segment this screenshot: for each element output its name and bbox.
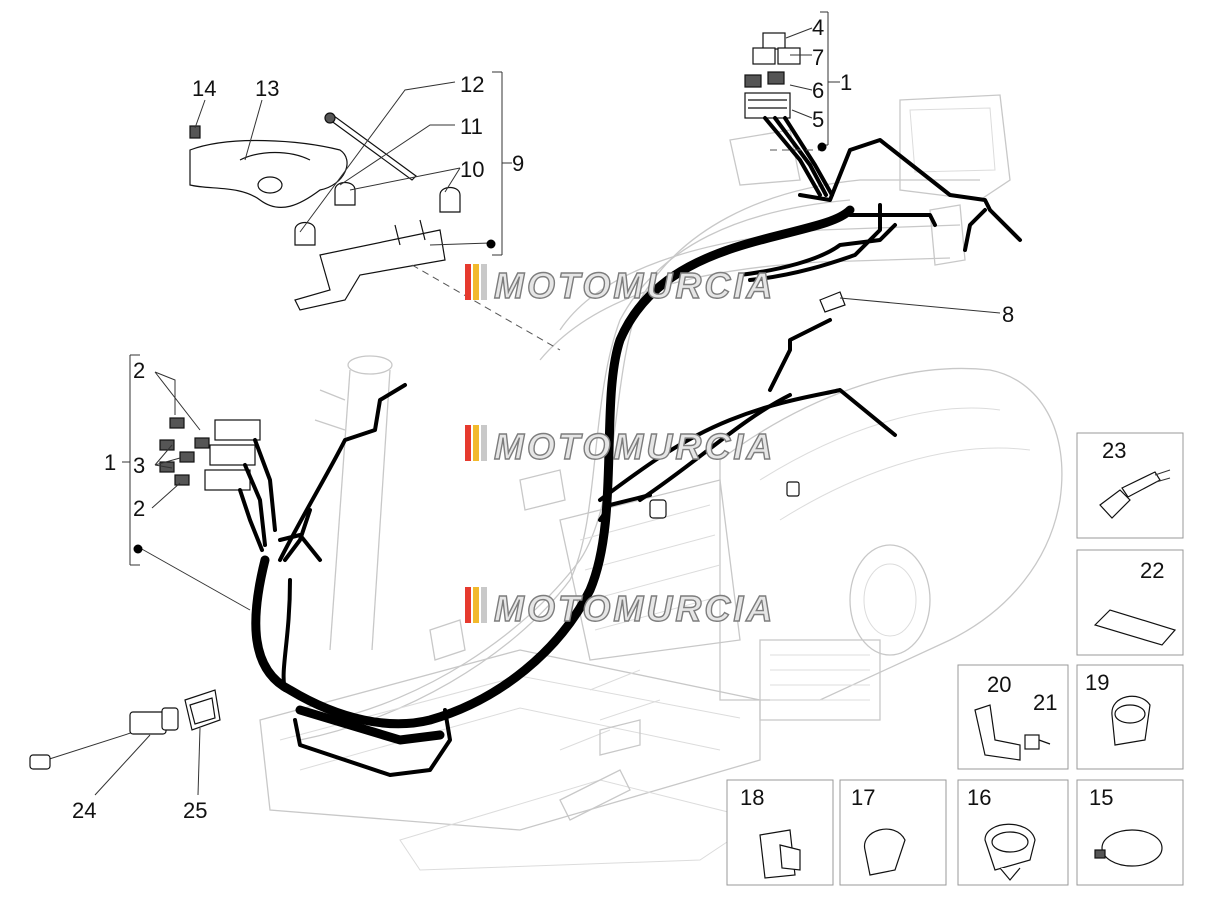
callout-12: 12 bbox=[460, 72, 484, 97]
callout-15: 15 bbox=[1089, 785, 1113, 810]
bracket-part-8 bbox=[819, 291, 846, 313]
callout-4: 4 bbox=[812, 15, 824, 40]
scooter-frame-outline bbox=[259, 94, 1063, 871]
callout-1-left: 1 bbox=[104, 450, 116, 475]
accessory-boxes bbox=[726, 432, 1184, 886]
svg-text:MOTOMURCIA: MOTOMURCIA bbox=[494, 588, 775, 629]
svg-text:MOTOMURCIA: MOTOMURCIA bbox=[494, 426, 775, 467]
callout-7: 7 bbox=[812, 45, 824, 70]
relay-fuse-block-left bbox=[159, 417, 261, 491]
callout-11: 11 bbox=[460, 114, 483, 139]
callout-23: 23 bbox=[1102, 438, 1126, 463]
svg-text:MOTOMURCIA: MOTOMURCIA bbox=[494, 588, 775, 629]
callout-6: 6 bbox=[812, 78, 824, 103]
callout-17: 17 bbox=[851, 785, 875, 810]
grommet-part-25 bbox=[184, 689, 221, 731]
callout-20: 20 bbox=[987, 672, 1011, 697]
watermark-1: MOTOMURCIA MOTOMURCIA bbox=[465, 264, 775, 307]
svg-text:MOTOMURCIA: MOTOMURCIA bbox=[494, 265, 775, 306]
main-wiring-harness bbox=[238, 116, 1022, 777]
callout-21: 21 bbox=[1033, 690, 1057, 715]
svg-text:MOTOMURCIA: MOTOMURCIA bbox=[494, 265, 775, 306]
callout-22: 22 bbox=[1140, 558, 1164, 583]
callout-24: 24 bbox=[72, 798, 96, 823]
sensor-part-24 bbox=[29, 707, 179, 770]
callout-1-top: 1 bbox=[840, 70, 852, 95]
callout-25: 25 bbox=[183, 798, 207, 823]
callout-5: 5 bbox=[812, 107, 824, 132]
callout-18: 18 bbox=[740, 785, 764, 810]
relay-fuse-block-top bbox=[744, 32, 801, 119]
callout-3: 3 bbox=[133, 453, 145, 478]
callout-2-top: 2 bbox=[133, 358, 145, 383]
svg-text:MOTOMURCIA: MOTOMURCIA bbox=[494, 426, 775, 467]
watermark-3: MOTOMURCIA MOTOMURCIA bbox=[465, 587, 775, 630]
callout-8: 8 bbox=[1002, 302, 1014, 327]
callout-14: 14 bbox=[192, 76, 216, 101]
callout-13: 13 bbox=[255, 76, 279, 101]
handlebar-cover-assembly bbox=[189, 112, 461, 311]
watermark-2: MOTOMURCIA MOTOMURCIA bbox=[465, 425, 775, 468]
callout-9: 9 bbox=[512, 151, 524, 176]
callout-10: 10 bbox=[460, 157, 484, 182]
leader-lines bbox=[94, 11, 1001, 796]
bracket-dots bbox=[133, 142, 827, 554]
callout-2-bottom: 2 bbox=[133, 496, 145, 521]
callout-labels: 4 7 6 5 1 12 11 10 9 13 14 8 2 1 3 2 24 … bbox=[72, 15, 1164, 823]
callout-16: 16 bbox=[967, 785, 991, 810]
connector-engine bbox=[649, 481, 800, 519]
callout-19: 19 bbox=[1085, 670, 1109, 695]
